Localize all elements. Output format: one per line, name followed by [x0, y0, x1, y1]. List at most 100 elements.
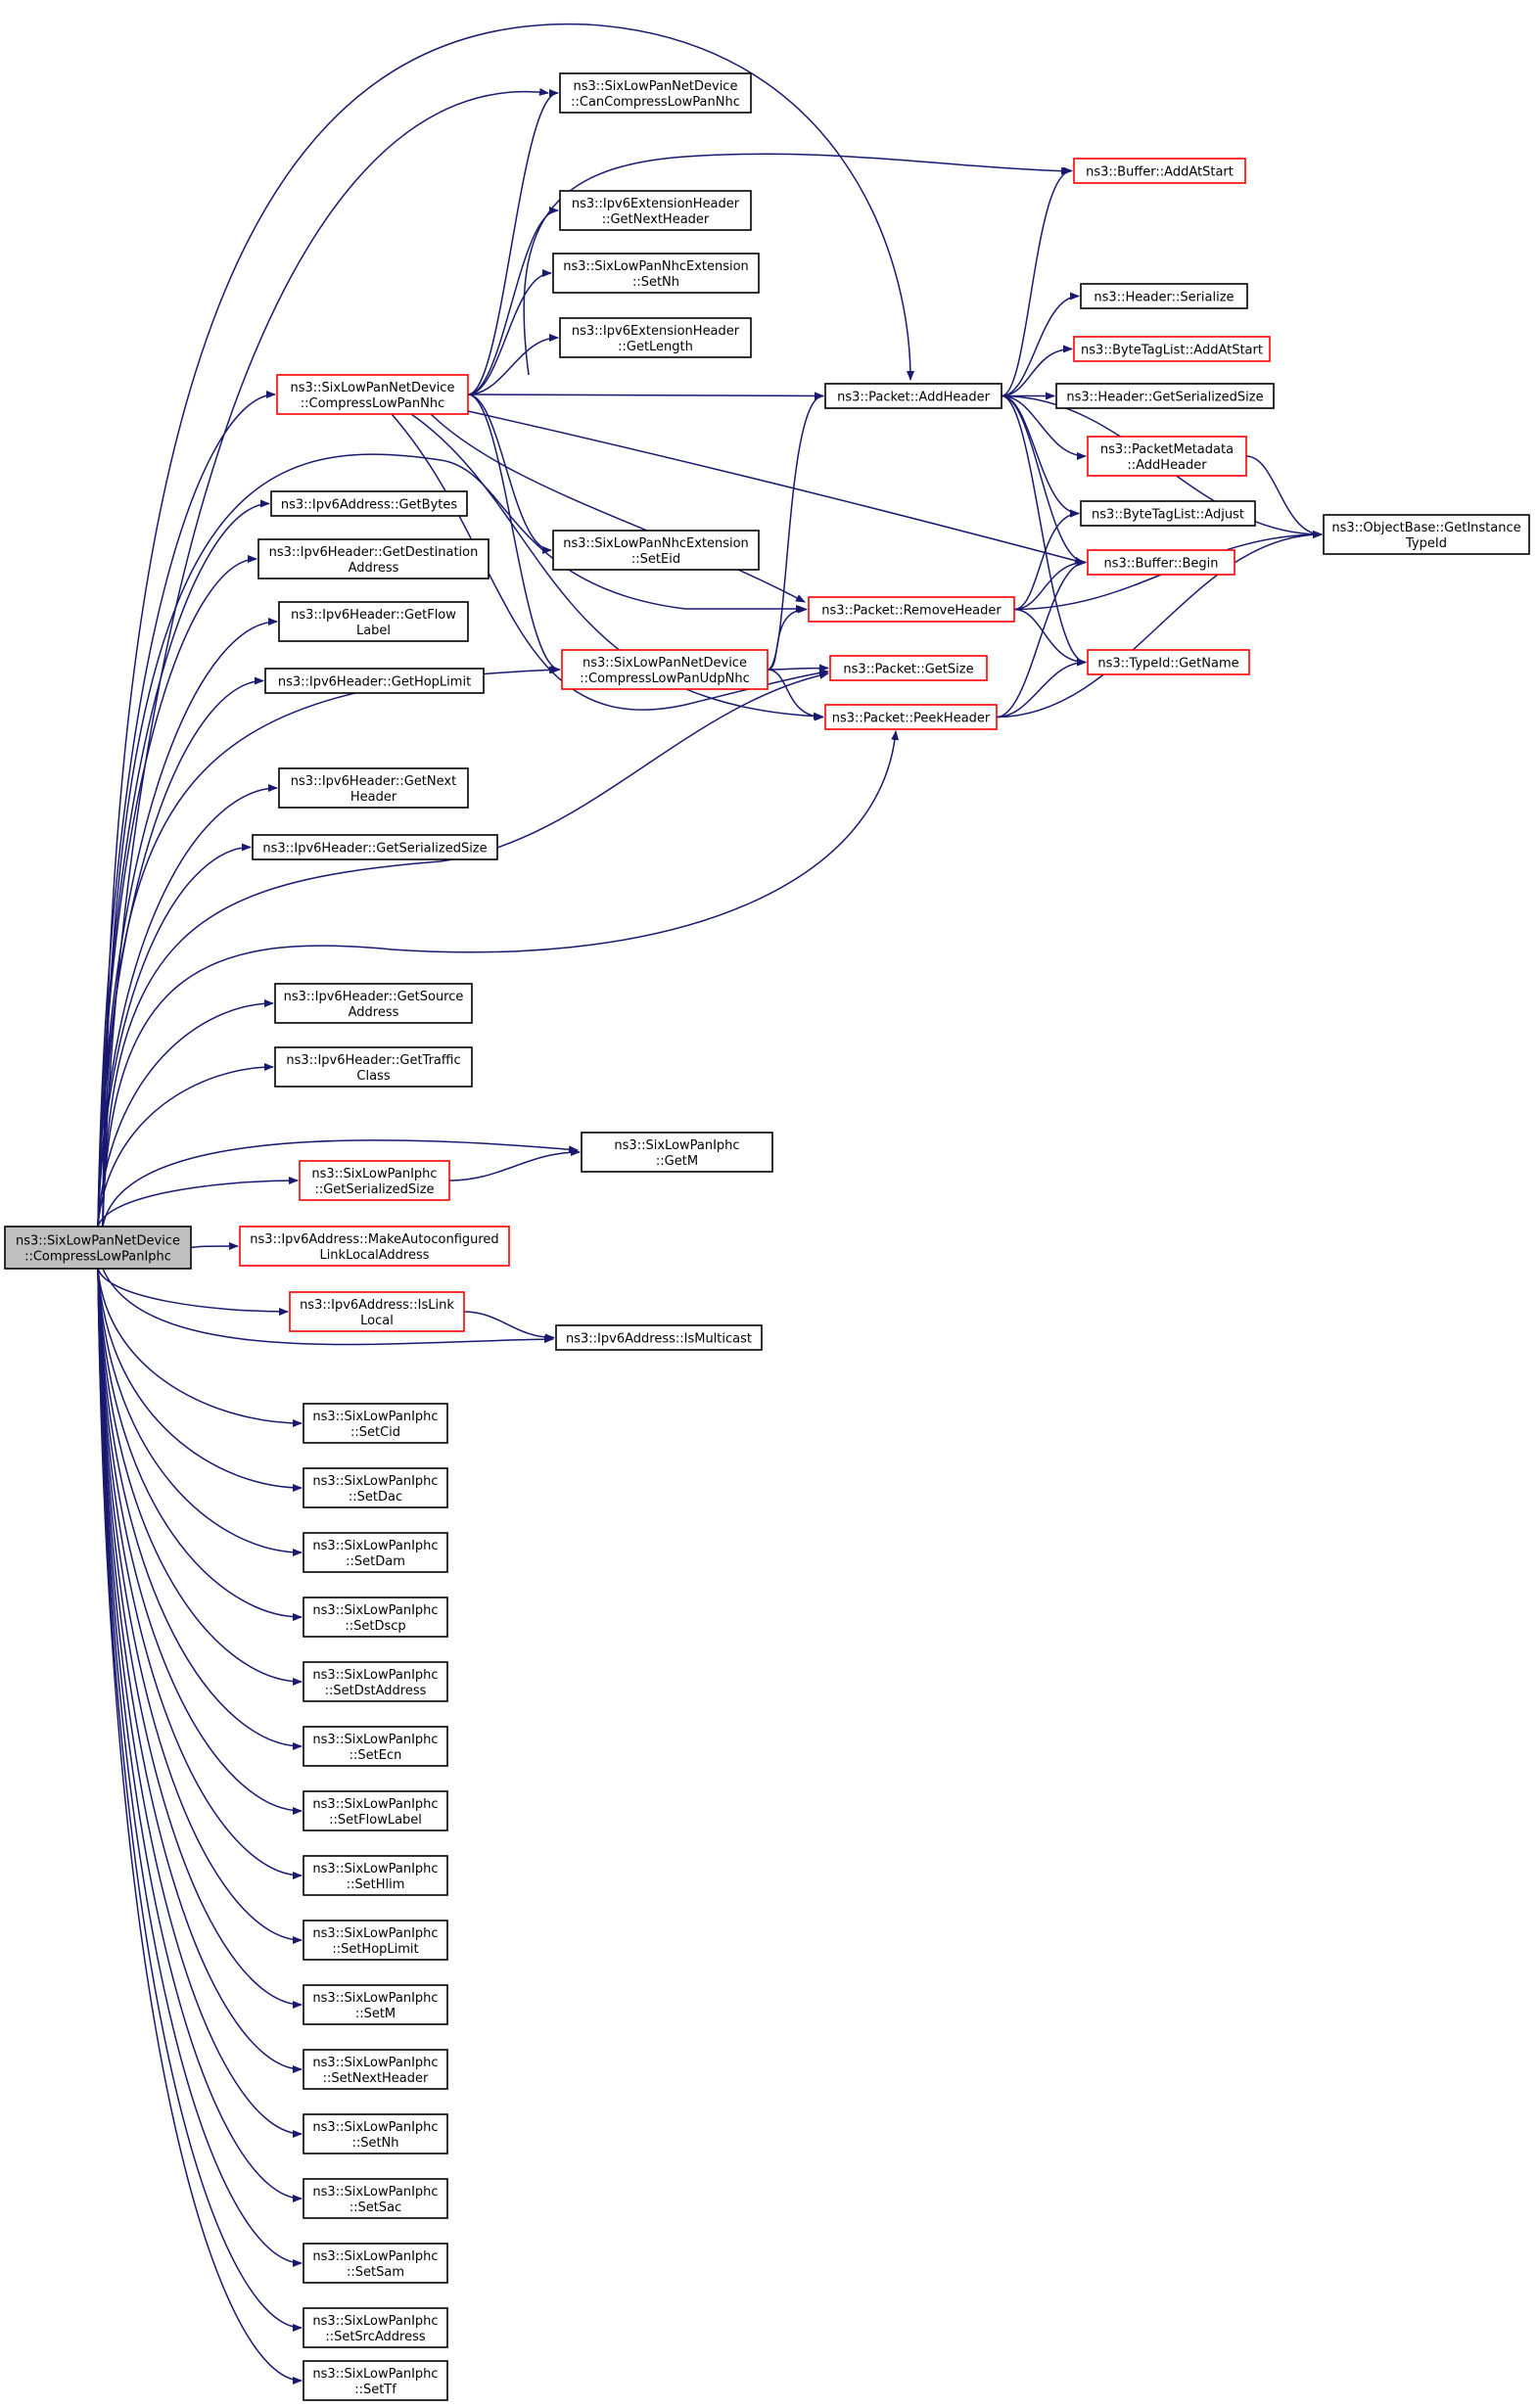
node-label-line: ns3::Ipv6Address::IsMulticast: [566, 1332, 752, 1347]
node-box: [303, 1984, 448, 2025]
edge-pkt_removeheader-to-typeid_getname: [1013, 608, 1087, 667]
node-v6a_makeauto[interactable]: ns3::Ipv6Address::MakeAutoconfiguredLink…: [239, 1226, 510, 1267]
node-label-line: ns3::Header::Serialize: [1094, 291, 1234, 305]
node-iphc_setnh[interactable]: ns3::SixLowPanIphc::SetNh: [303, 2113, 448, 2154]
node-box: [239, 1226, 510, 1267]
node-label-line: ::SetDscp: [345, 1619, 405, 1634]
node-iphc_sethlim[interactable]: ns3::SixLowPanIphc::SetHlim: [303, 1855, 448, 1896]
edge-root-to-pkt_peekheader: [102, 730, 900, 1227]
node-label-line: ::GetNextHeader: [602, 212, 710, 227]
node-iphc_sethop[interactable]: ns3::SixLowPanIphc::SetHopLimit: [303, 1920, 448, 1961]
node-pm_addheader[interactable]: ns3::PacketMetadata::AddHeader: [1087, 436, 1247, 477]
node-label-line: ns3::SixLowPanIphc: [312, 1926, 438, 1941]
node-iphc_getm[interactable]: ns3::SixLowPanIphc::GetM: [581, 1132, 773, 1173]
node-compress_nhc[interactable]: ns3::SixLowPanNetDevice::CompressLowPanN…: [276, 374, 469, 415]
node-btl_adjust[interactable]: ns3::ByteTagList::Adjust: [1080, 500, 1256, 527]
node-iphc_setdst[interactable]: ns3::SixLowPanIphc::SetDstAddress: [303, 1661, 448, 1702]
node-box: [264, 668, 485, 694]
node-iphc_setecn[interactable]: ns3::SixLowPanIphc::SetEcn: [303, 1726, 448, 1767]
node-pkt_removeheader[interactable]: ns3::Packet::RemoveHeader: [808, 596, 1015, 623]
node-pkt_addheader[interactable]: ns3::Packet::AddHeader: [824, 383, 1002, 409]
node-iphc_setdscp[interactable]: ns3::SixLowPanIphc::SetDscp: [303, 1597, 448, 1638]
node-buf_addatstart[interactable]: ns3::Buffer::AddAtStart: [1073, 158, 1246, 184]
node-v6a_ismulti[interactable]: ns3::Ipv6Address::IsMulticast: [555, 1324, 763, 1351]
node-label-line: ns3::Packet::GetSize: [843, 663, 973, 677]
node-label-line: ::CompressLowPanIphc: [24, 1250, 171, 1265]
edge-root-to-compress_udp: [102, 666, 559, 1227]
node-box: [303, 1467, 448, 1508]
node-label-line: ns3::Buffer::AddAtStart: [1086, 165, 1234, 180]
node-nhcext_seteid[interactable]: ns3::SixLowPanNhcExtension::SetEid: [552, 530, 760, 571]
node-label-line: ::SetDac: [349, 1490, 402, 1505]
node-iphc_setdam[interactable]: ns3::SixLowPanIphc::SetDam: [303, 1532, 448, 1573]
node-box: [824, 383, 1002, 409]
node-btl_addatstart[interactable]: ns3::ByteTagList::AddAtStart: [1073, 336, 1271, 362]
node-label-line: ::SetHlim: [347, 1877, 405, 1892]
node-v6a_getbytes[interactable]: ns3::Ipv6Address::GetBytes: [270, 490, 468, 517]
node-label-line: ns3::SixLowPanIphc: [312, 1733, 438, 1747]
node-layer: ns3::SixLowPanNetDevice::CompressLowPanI…: [4, 72, 1530, 2401]
edge-root-to-v6a_makeauto: [190, 1242, 239, 1251]
node-pkt_peekheader[interactable]: ns3::Packet::PeekHeader: [824, 704, 998, 730]
node-v6h_gethop[interactable]: ns3::Ipv6Header::GetHopLimit: [264, 668, 485, 694]
node-typeid_getname[interactable]: ns3::TypeId::GetName: [1087, 649, 1250, 675]
edge-root-to-iphc_setdst: [97, 1268, 303, 1686]
node-box: [581, 1132, 773, 1173]
node-buf_begin[interactable]: ns3::Buffer::Begin: [1087, 549, 1235, 576]
node-v6h_getnext[interactable]: ns3::Ipv6Header::GetNextHeader: [278, 767, 469, 809]
node-hdr_serialize[interactable]: ns3::Header::Serialize: [1080, 283, 1248, 309]
edge-root-to-v6h_getflow: [97, 618, 278, 1227]
edge-root-to-pkt_getsize: [102, 671, 829, 1227]
node-box: [559, 190, 752, 231]
node-box: [1080, 500, 1256, 527]
edge-root-to-iphc_setm: [97, 1268, 303, 2009]
node-label-line: ::GetSerializedSize: [314, 1182, 434, 1197]
node-box: [808, 596, 1015, 623]
edge-pkt_addheader-to-buf_addatstart: [1001, 166, 1073, 397]
node-hdr_getser[interactable]: ns3::Header::GetSerializedSize: [1055, 383, 1275, 409]
node-iphc_setflow[interactable]: ns3::SixLowPanIphc::SetFlowLabel: [303, 1790, 448, 1831]
node-iphc_setsac[interactable]: ns3::SixLowPanIphc::SetSac: [303, 2178, 448, 2219]
node-box: [276, 374, 469, 415]
node-ext_getnext[interactable]: ns3::Ipv6ExtensionHeader::GetNextHeader: [559, 190, 752, 231]
edge-compress_nhc-to-nhcext_seteid: [467, 394, 552, 554]
node-box: [559, 317, 752, 358]
edge-root-to-v6a_islink: [97, 1268, 289, 1316]
node-iphc_setnext[interactable]: ns3::SixLowPanIphc::SetNextHeader: [303, 2049, 448, 2090]
node-pkt_getsize[interactable]: ns3::Packet::GetSize: [829, 655, 988, 681]
node-label-line: ns3::SixLowPanNetDevice: [16, 1234, 180, 1249]
node-label-line: ns3::Header::GetSerializedSize: [1066, 391, 1263, 405]
edge-root-to-iphc_setdscp: [97, 1268, 303, 1621]
node-iphc_setsrc[interactable]: ns3::SixLowPanIphc::SetSrcAddress: [303, 2307, 448, 2348]
node-label-line: ::AddHeader: [1127, 458, 1207, 473]
node-label-line: Label: [356, 624, 391, 638]
edge-compress_nhc-to-can_compress: [467, 89, 559, 395]
node-label-line: ::CanCompressLowPanNhc: [571, 95, 740, 110]
node-can_compress[interactable]: ns3::SixLowPanNetDevice::CanCompressLowP…: [559, 72, 752, 114]
node-ext_getlength[interactable]: ns3::Ipv6ExtensionHeader::GetLength: [559, 317, 752, 358]
node-iphc_setsam[interactable]: ns3::SixLowPanIphc::SetSam: [303, 2243, 448, 2284]
node-iphc_getser[interactable]: ns3::SixLowPanIphc::GetSerializedSize: [299, 1160, 450, 1201]
node-nhcext_setnh[interactable]: ns3::SixLowPanNhcExtension::SetNh: [552, 253, 760, 294]
node-iphc_setm[interactable]: ns3::SixLowPanIphc::SetM: [303, 1984, 448, 2025]
node-compress_udp[interactable]: ns3::SixLowPanNetDevice::CompressLowPanU…: [561, 649, 769, 690]
node-label-line: ns3::SixLowPanIphc: [312, 2185, 438, 2200]
edge-root-to-iphc_setnext: [97, 1268, 303, 2073]
node-box: [303, 2049, 448, 2090]
node-box: [1055, 383, 1275, 409]
node-box: [303, 1790, 448, 1831]
node-iphc_settf[interactable]: ns3::SixLowPanIphc::SetTf: [303, 2360, 448, 2401]
node-label-line: ns3::Ipv6Header::GetFlow: [291, 608, 456, 623]
node-box: [303, 1403, 448, 1444]
node-label-line: ns3::PacketMetadata: [1100, 442, 1234, 457]
node-iphc_setdac[interactable]: ns3::SixLowPanIphc::SetDac: [303, 1467, 448, 1508]
node-iphc_setcid[interactable]: ns3::SixLowPanIphc::SetCid: [303, 1403, 448, 1444]
node-label-line: ns3::SixLowPanIphc: [312, 1474, 438, 1489]
node-v6h_getser[interactable]: ns3::Ipv6Header::GetSerializedSize: [252, 834, 498, 860]
